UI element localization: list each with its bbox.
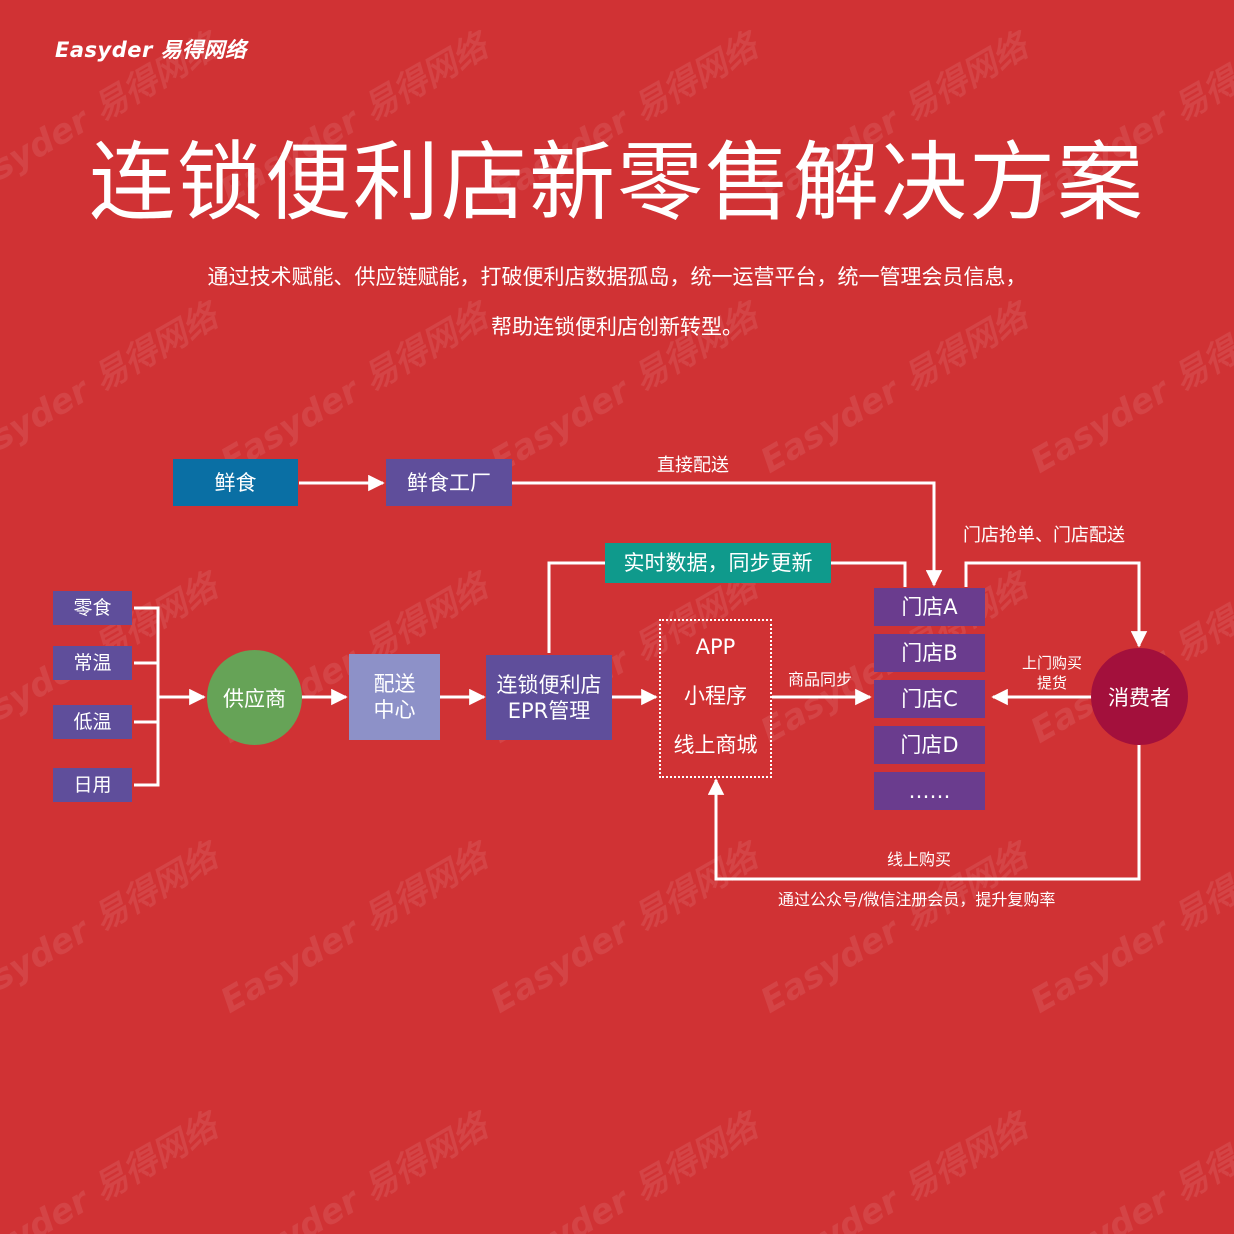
- brand-logo: Easyder 易得网络: [55, 38, 247, 62]
- category-chilled: 低温: [53, 705, 132, 739]
- channel-app: APP: [695, 635, 736, 659]
- direct-delivery-label: 直接配送: [657, 455, 729, 476]
- distribution-center-box: 配送中心: [349, 654, 440, 740]
- store-b: 门店B: [874, 634, 985, 672]
- line-erp-realtime-right: [831, 561, 907, 587]
- erp-box: 连锁便利店 EPR管理: [486, 655, 612, 740]
- arrow-store-to-consumer: [964, 561, 1148, 648]
- consumer-circle: 消费者: [1091, 648, 1188, 745]
- store-more: ……: [874, 772, 985, 810]
- erp-line-1: 连锁便利店: [496, 672, 602, 697]
- category-snacks: 零食: [53, 591, 132, 625]
- pickup-label: 提货: [1036, 674, 1067, 692]
- store-d: 门店D: [874, 726, 985, 764]
- subtitle-line-1: 通过技术赋能、供应链赋能，打破便利店数据孤岛，统一运营平台，统一管理会员信息，: [207, 265, 1027, 289]
- fresh-factory-box: 鲜食工厂: [386, 459, 512, 506]
- arrow-online-buy: [707, 742, 1141, 881]
- online-channels-box: APP 小程序 线上商城: [659, 619, 772, 778]
- channel-mini-program: 小程序: [684, 684, 747, 708]
- category-ambient: 常温: [53, 646, 132, 680]
- membership-note: 通过公众号/微信注册会员，提升复购率: [778, 890, 1056, 909]
- online-buy-label: 线上购买: [887, 850, 952, 869]
- arrow-direct-delivery: [512, 481, 943, 587]
- realtime-data-tag: 实时数据，同步更新: [605, 543, 831, 583]
- erp-line-2: EPR管理: [507, 698, 591, 723]
- store-a: 门店A: [874, 588, 985, 626]
- category-daily-use: 日用: [53, 768, 132, 802]
- fresh-food-box: 鲜食: [173, 459, 298, 506]
- channel-online-mall: 线上商城: [673, 733, 758, 757]
- store-grab-delivery-label: 门店抢单、门店配送: [963, 525, 1125, 546]
- distribution-center-label: 配送中心: [373, 672, 416, 722]
- subtitle-line-2: 帮助连锁便利店创新转型。: [491, 315, 743, 339]
- line-erp-realtime-left: [547, 561, 605, 653]
- category-bracket: [134, 606, 160, 787]
- supplier-circle: 供应商: [207, 650, 302, 745]
- store-c: 门店C: [874, 680, 985, 718]
- goods-sync-label: 商品同步: [788, 670, 853, 689]
- page-title: 连锁便利店新零售解决方案: [89, 133, 1145, 233]
- visit-buy-label: 上门购买: [1021, 654, 1082, 672]
